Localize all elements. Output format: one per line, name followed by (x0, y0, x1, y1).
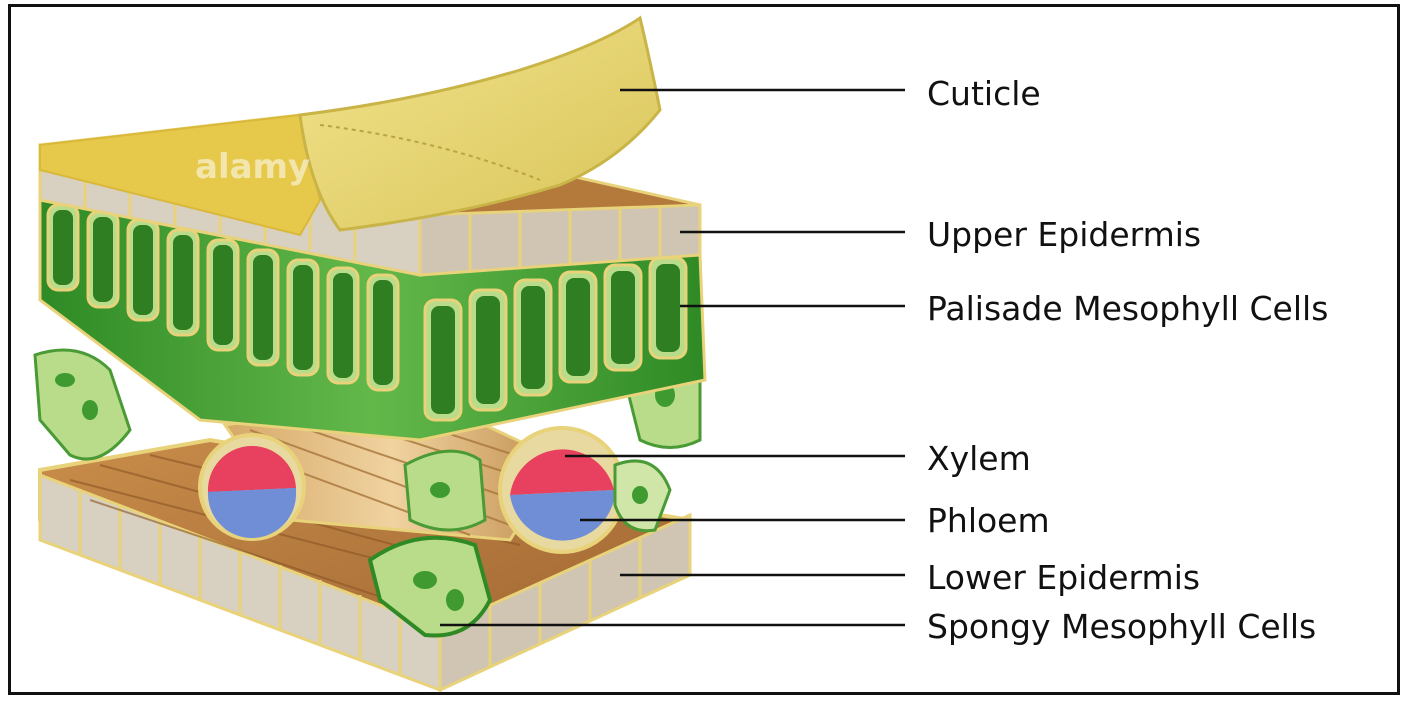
label-palisade-mesophyll: Palisade Mesophyll Cells (927, 292, 1328, 325)
label-xylem: Xylem (927, 442, 1031, 475)
left-vascular-bundle (200, 435, 304, 539)
label-phloem: Phloem (927, 504, 1050, 537)
label-lower-epidermis: Lower Epidermis (927, 561, 1200, 594)
watermark-text: alamy (195, 147, 310, 187)
right-vascular-bundle (500, 428, 624, 552)
label-cuticle: Cuticle (927, 77, 1041, 110)
label-spongy-mesophyll: Spongy Mesophyll Cells (927, 610, 1316, 643)
label-upper-epidermis: Upper Epidermis (927, 218, 1201, 251)
